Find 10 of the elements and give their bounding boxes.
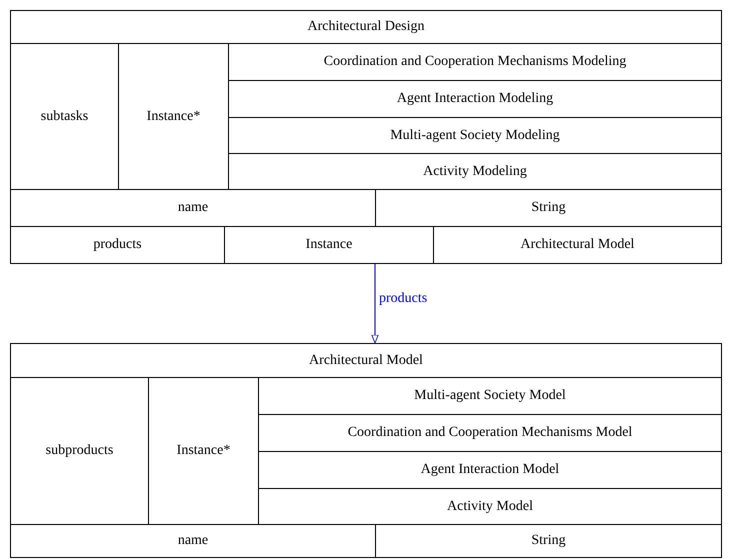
arrow [371,264,379,344]
edge-label: products [378,290,428,306]
table-frame [10,343,722,558]
table-header: Architectural Design [10,10,722,44]
table-cell: String [375,524,722,558]
table-header: Architectural Model [10,343,722,378]
table-cell: name [10,524,376,558]
table-frame [10,10,722,264]
table-cell: products [10,226,225,264]
table-cell: Architectural Model [433,226,722,264]
